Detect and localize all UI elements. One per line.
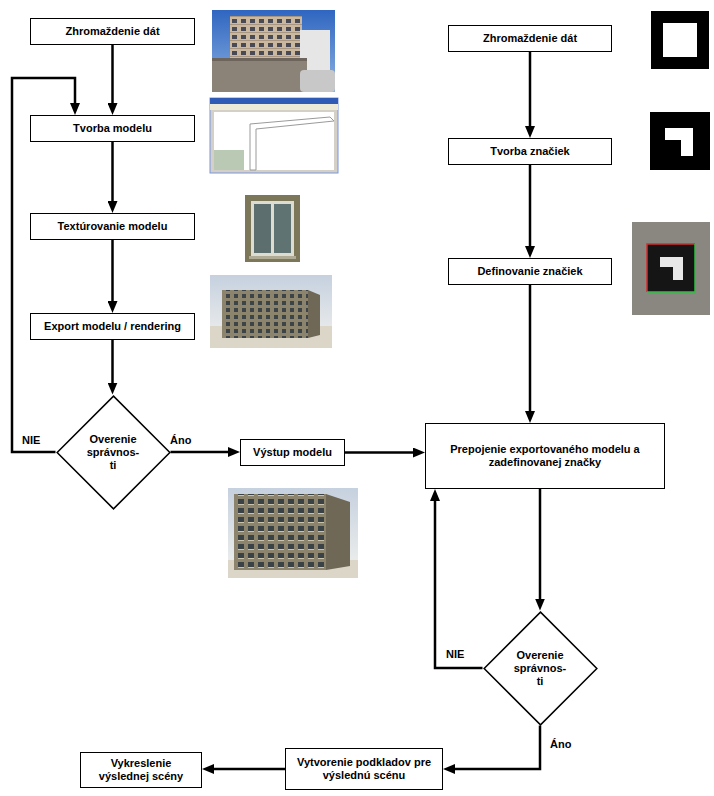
photo-car bbox=[300, 70, 335, 92]
flow-arrow bbox=[529, 285, 532, 417]
process-box: Vytvorenie podkladov pre výslednú scénu bbox=[285, 748, 443, 790]
process-box: Tvorba modelu bbox=[30, 115, 195, 142]
marker-pattern bbox=[650, 112, 710, 170]
node-label: Výstup modelu bbox=[253, 446, 332, 459]
node-text-block: Vykreslenie výslednej scény bbox=[87, 757, 195, 783]
node-text-block: Textúrovanie modelu bbox=[58, 220, 168, 233]
flow-arrow bbox=[435, 495, 483, 668]
screenshot-titlebar bbox=[210, 98, 338, 104]
process-box: Zhromaždenie dát bbox=[448, 25, 612, 52]
flow-arrow bbox=[449, 726, 540, 770]
edge-label: Áno bbox=[170, 434, 191, 447]
flow-arrow bbox=[111, 340, 114, 389]
marker-glyph bbox=[665, 128, 693, 156]
screenshot-toolbar bbox=[210, 104, 338, 110]
node-label: Zhromaždenie dát bbox=[483, 32, 577, 45]
texture-frame bbox=[251, 201, 294, 256]
process-box: Výstup modelu bbox=[240, 439, 345, 466]
photo-wall bbox=[212, 61, 307, 92]
process-box: Tvorba značiek bbox=[448, 138, 612, 165]
node-text-block: Overenie správnos- ti bbox=[509, 649, 571, 688]
node-text-block: Výstup modelu bbox=[253, 446, 332, 459]
flow-arrow bbox=[208, 768, 285, 771]
process-box: Textúrovanie modelu bbox=[30, 213, 195, 240]
flow-arrow bbox=[539, 489, 542, 605]
marker-inside bbox=[663, 23, 697, 57]
marker-detect-green bbox=[647, 244, 695, 292]
node-label: Tvorba modelu bbox=[73, 122, 152, 135]
diamond-shape bbox=[484, 612, 597, 725]
marker-photo-ground bbox=[632, 222, 710, 315]
edge-label: NIE bbox=[446, 648, 464, 661]
decision-diamond: Overenie správnos- ti bbox=[56, 395, 171, 510]
flow-arrow bbox=[345, 451, 419, 454]
process-box: Prepojenie exportovaného modelu a zadefi… bbox=[425, 423, 665, 489]
marker-photo-square bbox=[647, 244, 695, 292]
render-sky bbox=[210, 275, 332, 348]
node-label: Definovanie značiek bbox=[477, 265, 582, 278]
texture-glass bbox=[254, 204, 271, 253]
window-texture bbox=[245, 195, 300, 262]
node-text-block: Definovanie značiek bbox=[477, 265, 582, 278]
output-render bbox=[228, 488, 358, 578]
edge-label: Áno bbox=[550, 738, 571, 751]
marker-glyph bbox=[660, 257, 683, 280]
flow-arrow bbox=[529, 52, 532, 132]
node-text-block: Overenie správnos- ti bbox=[82, 433, 144, 472]
texture-sill bbox=[249, 256, 296, 259]
process-box: Definovanie značiek bbox=[448, 258, 612, 285]
node-text-block: Prepojenie exportovaného modelu a zadefi… bbox=[432, 443, 658, 469]
diamond-shape bbox=[57, 396, 170, 509]
render-side bbox=[326, 494, 350, 570]
render-sky bbox=[228, 488, 358, 578]
render-windows bbox=[234, 494, 326, 570]
screenshot-canvas bbox=[214, 112, 334, 170]
node-text-block: Tvorba značiek bbox=[490, 145, 569, 158]
photo-wall-top bbox=[212, 58, 307, 61]
building-photo bbox=[212, 10, 335, 92]
decision-diamond: Overenie správnos- ti bbox=[483, 611, 598, 726]
node-label: Overenie správnos- ti bbox=[82, 433, 144, 472]
edge-label: NIE bbox=[22, 434, 40, 447]
render-building bbox=[234, 494, 326, 570]
marker-square bbox=[650, 112, 710, 170]
marker-empty bbox=[651, 11, 709, 69]
node-label: Export modelu / rendering bbox=[44, 320, 181, 333]
node-text-block: Vytvorenie podkladov pre výslednú scénu bbox=[292, 756, 436, 782]
node-text-block: Zhromaždenie dát bbox=[483, 32, 577, 45]
flow-arrow bbox=[111, 45, 114, 109]
screenshot-model bbox=[250, 117, 334, 170]
node-label: Tvorba značiek bbox=[490, 145, 569, 158]
screenshot-ground bbox=[214, 150, 244, 170]
render-windows bbox=[222, 290, 308, 338]
flow-arrow bbox=[111, 240, 114, 307]
node-label: Textúrovanie modelu bbox=[58, 220, 168, 233]
texture-glass bbox=[274, 204, 291, 253]
node-label: Vykreslenie výslednej scény bbox=[87, 757, 195, 783]
node-text-block: Zhromaždenie dát bbox=[65, 25, 159, 38]
flow-arrow bbox=[171, 451, 235, 454]
process-box: Vykreslenie výslednej scény bbox=[80, 752, 202, 788]
render-side bbox=[308, 290, 320, 338]
marker-frame bbox=[651, 11, 709, 69]
node-label: Zhromaždenie dát bbox=[65, 25, 159, 38]
texture-wall bbox=[245, 195, 300, 262]
software-screenshot bbox=[210, 98, 338, 173]
flow-arrow bbox=[529, 165, 532, 252]
node-label: Overenie správnos- ti bbox=[509, 649, 571, 688]
model-render bbox=[210, 275, 332, 348]
node-text-block: Export modelu / rendering bbox=[44, 320, 181, 333]
screenshot-frame bbox=[210, 98, 338, 173]
node-label: Prepojenie exportovaného modelu a zadefi… bbox=[432, 443, 658, 469]
node-text-block: Tvorba modelu bbox=[73, 122, 152, 135]
flow-arrow bbox=[111, 142, 114, 207]
node-label: Vytvorenie podkladov pre výslednú scénu bbox=[292, 756, 436, 782]
marker-photo bbox=[632, 222, 710, 315]
photo-sky bbox=[212, 10, 335, 92]
render-building bbox=[222, 290, 308, 338]
process-box: Zhromaždenie dát bbox=[30, 18, 195, 45]
process-box: Export modelu / rendering bbox=[30, 313, 195, 340]
marker-detect-red bbox=[647, 244, 695, 292]
